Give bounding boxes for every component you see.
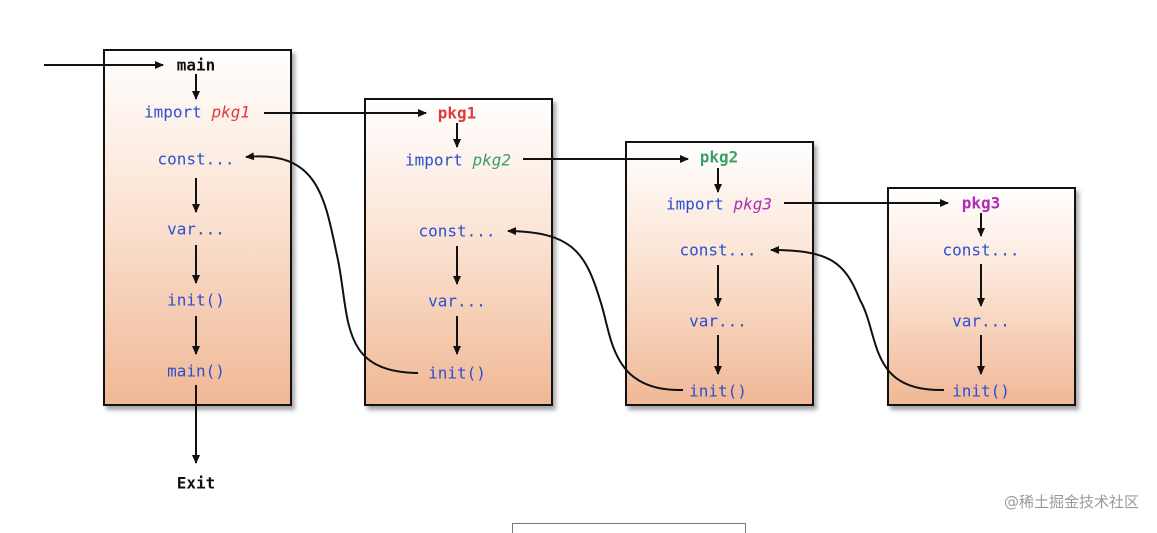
- cropped-frame-edge: [512, 523, 746, 533]
- exit-label: Exit: [176, 473, 216, 493]
- main-const: const...: [157, 149, 235, 169]
- pkg3-const: const...: [942, 240, 1020, 260]
- pkg2-import-line: import pkg3: [666, 195, 772, 214]
- pkg1-const: const...: [418, 221, 496, 241]
- pkg1-title: pkg1: [437, 103, 477, 123]
- import-pkg3-name: pkg3: [733, 194, 772, 214]
- pkg1-var: var...: [428, 291, 486, 311]
- import-keyword: import: [666, 194, 724, 214]
- pkg1-return-curve: [245, 152, 419, 374]
- pkg2-return-curve: [507, 227, 684, 392]
- import-keyword: import: [144, 102, 202, 122]
- pkg2-init: init(): [689, 381, 747, 401]
- import-keyword: import: [405, 150, 463, 170]
- pkg3-init: init(): [952, 381, 1010, 401]
- pkg2-var: var...: [689, 311, 747, 331]
- main-title: main: [176, 55, 216, 75]
- import-pkg1-name: pkg1: [211, 102, 250, 122]
- main-main-call: main(): [167, 361, 225, 381]
- main-var: var...: [167, 219, 225, 239]
- main-import-line: import pkg1: [144, 103, 250, 122]
- pkg2-const: const...: [679, 240, 757, 260]
- pkg2-title: pkg2: [699, 147, 739, 167]
- pkg3-var: var...: [952, 311, 1010, 331]
- watermark-text: @稀土掘金技术社区: [1003, 493, 1139, 511]
- pkg1-import-line: import pkg2: [405, 151, 511, 170]
- pkg3-title: pkg3: [961, 193, 1001, 213]
- import-pkg2-name: pkg2: [472, 150, 511, 170]
- main-init: init(): [167, 290, 225, 310]
- pkg1-init: init(): [428, 363, 486, 383]
- pkg3-return-curve: [770, 246, 945, 392]
